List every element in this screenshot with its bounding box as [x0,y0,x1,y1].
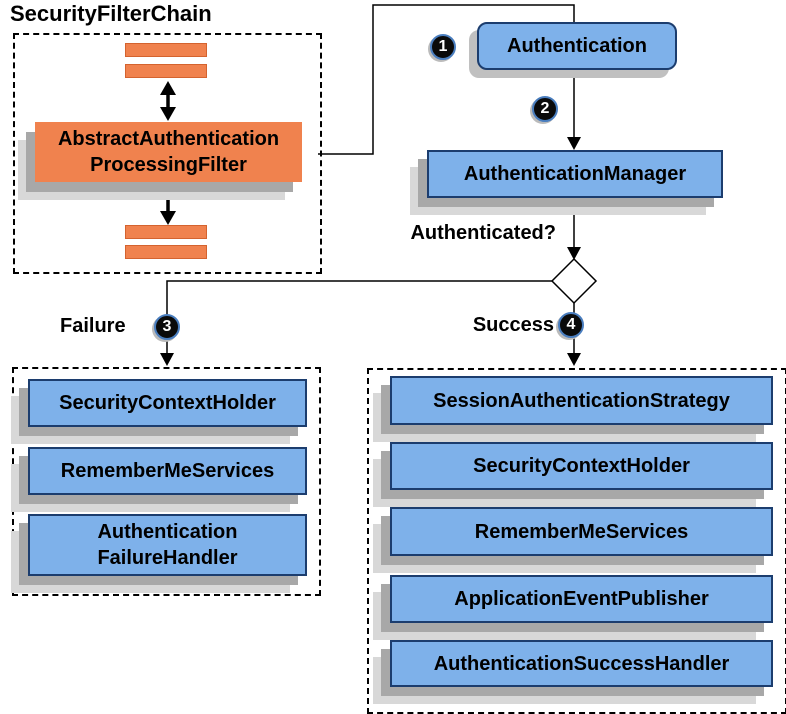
failure-handlers-box [12,367,321,596]
step-1-badge: 1 [430,34,456,60]
filter-placeholder-bar [125,225,207,239]
filter-placeholder-bar [125,43,207,57]
success-item-box: AuthenticationSuccessHandler [390,640,773,687]
step-3-badge: 3 [154,314,180,340]
failure-label: Failure [60,315,126,337]
arrow-authentication-to-manager [567,70,581,150]
step-4-badge: 4 [558,312,584,338]
decision-diamond [550,257,598,305]
success-item-box: SecurityContextHolder [390,442,773,490]
security-filter-chain-title: SecurityFilterChain [10,1,212,26]
abstract-authentication-processing-filter-box: AbstractAuthentication ProcessingFilter [35,122,302,182]
filter-placeholder-bar [125,64,207,78]
success-item-box: SessionAuthenticationStrategy [390,376,773,425]
authenticated-question-label: Authenticated? [410,222,556,244]
arrow-manager-to-decision [567,198,581,260]
authentication-box: Authentication [477,22,677,70]
success-label: Success [472,314,554,336]
success-item-box: RememberMeServices [390,507,773,556]
failure-item-box: Authentication FailureHandler [28,514,307,576]
failure-item-box: SecurityContextHolder [28,379,307,427]
filter-placeholder-bar [125,245,207,259]
authentication-manager-box: AuthenticationManager [427,150,723,198]
failure-item-box: RememberMeServices [28,447,307,495]
success-item-box: ApplicationEventPublisher [390,575,773,623]
step-2-badge: 2 [532,96,558,122]
